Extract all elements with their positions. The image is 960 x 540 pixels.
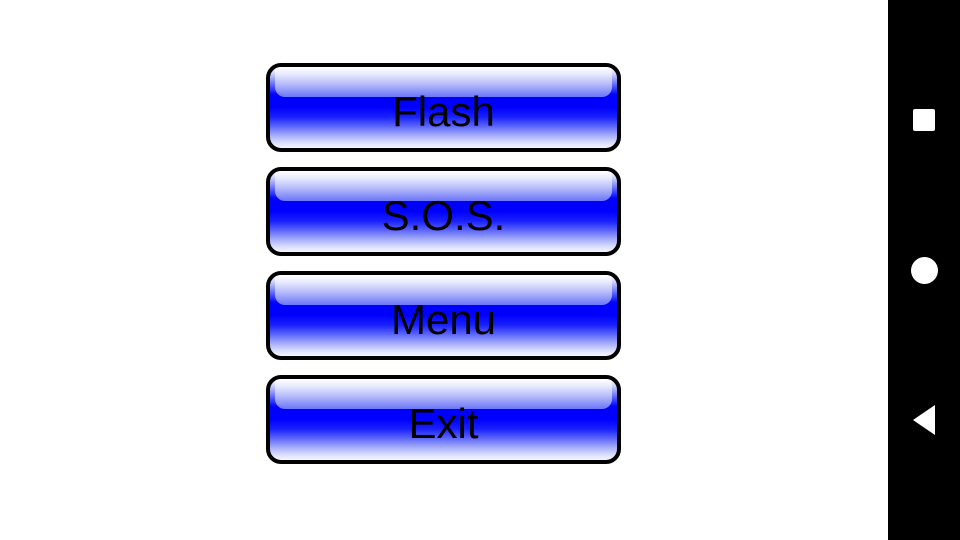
nav-back-button[interactable] xyxy=(888,384,960,456)
sos-button-label: S.O.S. xyxy=(381,192,506,239)
square-icon xyxy=(913,109,935,131)
menu-button[interactable]: Menu xyxy=(266,271,621,360)
exit-button[interactable]: Exit xyxy=(266,375,621,464)
sos-button[interactable]: S.O.S. xyxy=(266,167,621,256)
main-button-stack: Flash S.O.S. Menu Exit xyxy=(266,63,621,464)
circle-icon xyxy=(910,256,938,284)
nav-recent-apps-button[interactable] xyxy=(888,84,960,156)
exit-button-label: Exit xyxy=(408,400,479,447)
android-navigation-bar xyxy=(888,0,960,540)
flash-button[interactable]: Flash xyxy=(266,63,621,152)
app-content-area: Flash S.O.S. Menu Exit xyxy=(266,63,621,464)
triangle-left-icon xyxy=(913,405,935,435)
flash-button-label: Flash xyxy=(392,88,495,135)
nav-home-button[interactable] xyxy=(888,234,960,306)
menu-button-label: Menu xyxy=(390,296,497,343)
